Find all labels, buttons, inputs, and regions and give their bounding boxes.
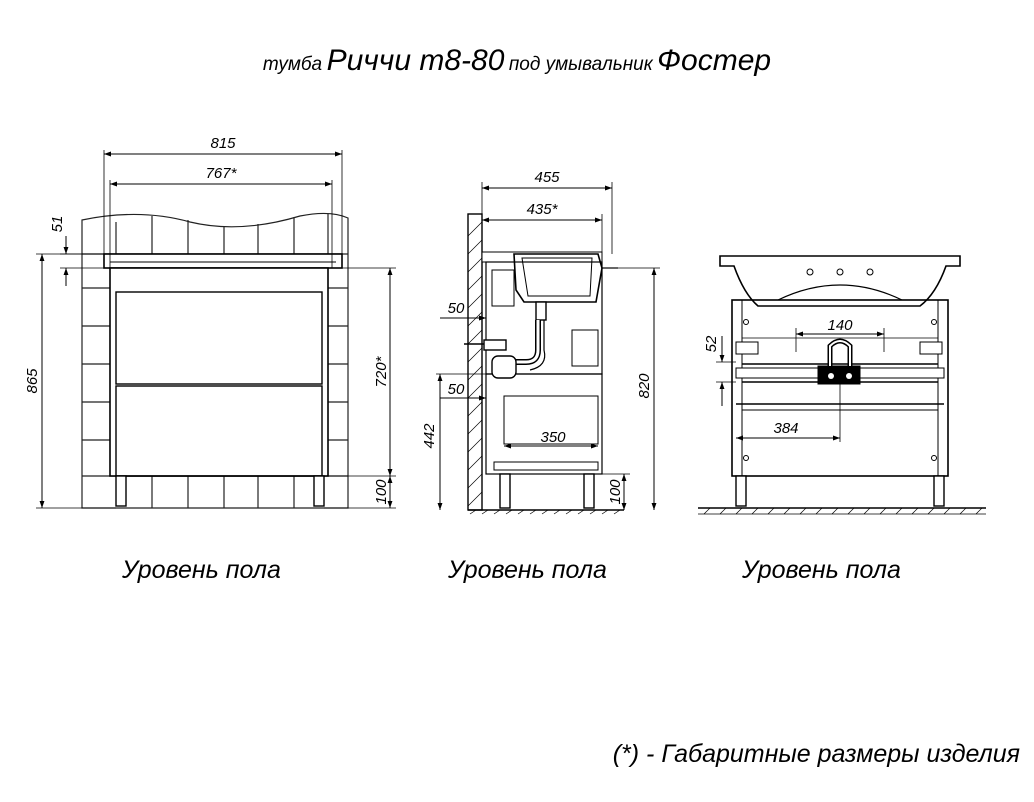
drain-siphon xyxy=(464,301,547,379)
dim-hole-spacing: 140 xyxy=(827,317,853,334)
dim-upper-offset: 50 xyxy=(448,300,465,317)
dim-top-height: 51 xyxy=(49,216,66,233)
dim-lower-offset: 50 xyxy=(448,381,465,398)
dim-overall-depth: 455 xyxy=(534,169,560,186)
floor-level-label-side: Уровень пола xyxy=(448,556,607,584)
cabinet-body xyxy=(109,267,329,477)
back-view xyxy=(698,255,986,515)
dim-total-height: 865 xyxy=(24,368,41,394)
side-lower-cabinet xyxy=(485,373,603,475)
back-left-leg xyxy=(735,475,747,507)
side-back-leg xyxy=(583,473,595,509)
back-right-leg xyxy=(933,475,945,507)
drawing-title: тумба Риччи т8-80 под умывальник Фостер xyxy=(0,44,1034,78)
title-sink: Фостер xyxy=(657,44,772,77)
siphon-outlet xyxy=(817,365,861,385)
dim-side-leg-height: 100 xyxy=(607,479,624,505)
floor-level-label-back: Уровень пола xyxy=(742,556,901,584)
title-model: Риччи т8-80 xyxy=(326,44,505,77)
dim-offset-384: 384 xyxy=(773,420,798,437)
dim-inner-width: 767* xyxy=(206,165,238,182)
right-rail-bracket xyxy=(919,341,943,355)
front-right-leg xyxy=(313,475,325,507)
side-view xyxy=(436,182,660,515)
dim-shelf-depth: 350 xyxy=(540,429,566,446)
side-wall xyxy=(467,213,483,511)
dim-front-leg-height: 100 xyxy=(373,479,390,505)
dim-body-height: 720* xyxy=(373,355,390,387)
front-left-leg xyxy=(115,475,127,507)
lower-drawer xyxy=(115,385,323,477)
floor-level-label-front: Уровень пола xyxy=(122,556,281,584)
left-rail-bracket xyxy=(735,341,759,355)
dimension-footnote: (*) - Габаритные размеры изделия xyxy=(612,740,1020,768)
dim-floor-to-drain: 442 xyxy=(421,423,438,449)
back-cabinet xyxy=(731,299,949,477)
title-middle: под умывальник xyxy=(508,54,653,75)
title-prefix: тумба xyxy=(262,54,323,75)
side-front-leg xyxy=(499,473,511,509)
dim-side-total-height: 820 xyxy=(636,373,653,399)
front-view xyxy=(36,150,396,509)
upper-drawer xyxy=(115,291,323,385)
dim-overall-width: 815 xyxy=(210,135,236,152)
dim-rail-height: 52 xyxy=(703,335,720,352)
back-basin xyxy=(719,255,961,307)
basin-profile xyxy=(513,253,603,303)
dim-inner-depth: 435* xyxy=(527,201,559,218)
countertop xyxy=(103,253,343,269)
